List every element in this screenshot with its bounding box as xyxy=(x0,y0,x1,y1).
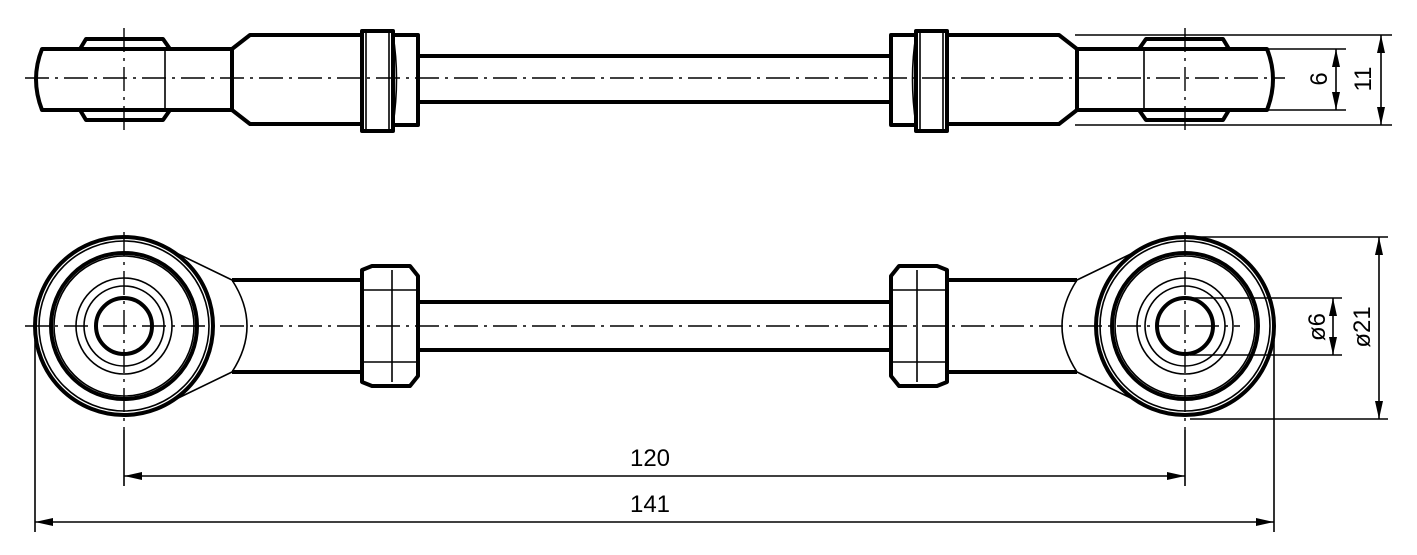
dim-eye-thickness-label: 6 xyxy=(1306,72,1333,85)
dimension-diameters: ø6 ø21 xyxy=(1190,236,1388,420)
dim-bore-diameter-label: ø6 xyxy=(1304,313,1331,341)
dim-center-distance-label: 120 xyxy=(630,445,670,472)
dimension-thickness: 6 11 xyxy=(1075,34,1392,126)
bottom-view xyxy=(25,232,1276,430)
dim-body-thickness-label: 11 xyxy=(1350,67,1377,92)
dim-eye-diameter-label: ø21 xyxy=(1349,306,1376,347)
top-view xyxy=(25,28,1285,133)
dimension-lengths: 120 141 xyxy=(34,340,1275,532)
dim-overall-length-label: 141 xyxy=(630,491,670,518)
